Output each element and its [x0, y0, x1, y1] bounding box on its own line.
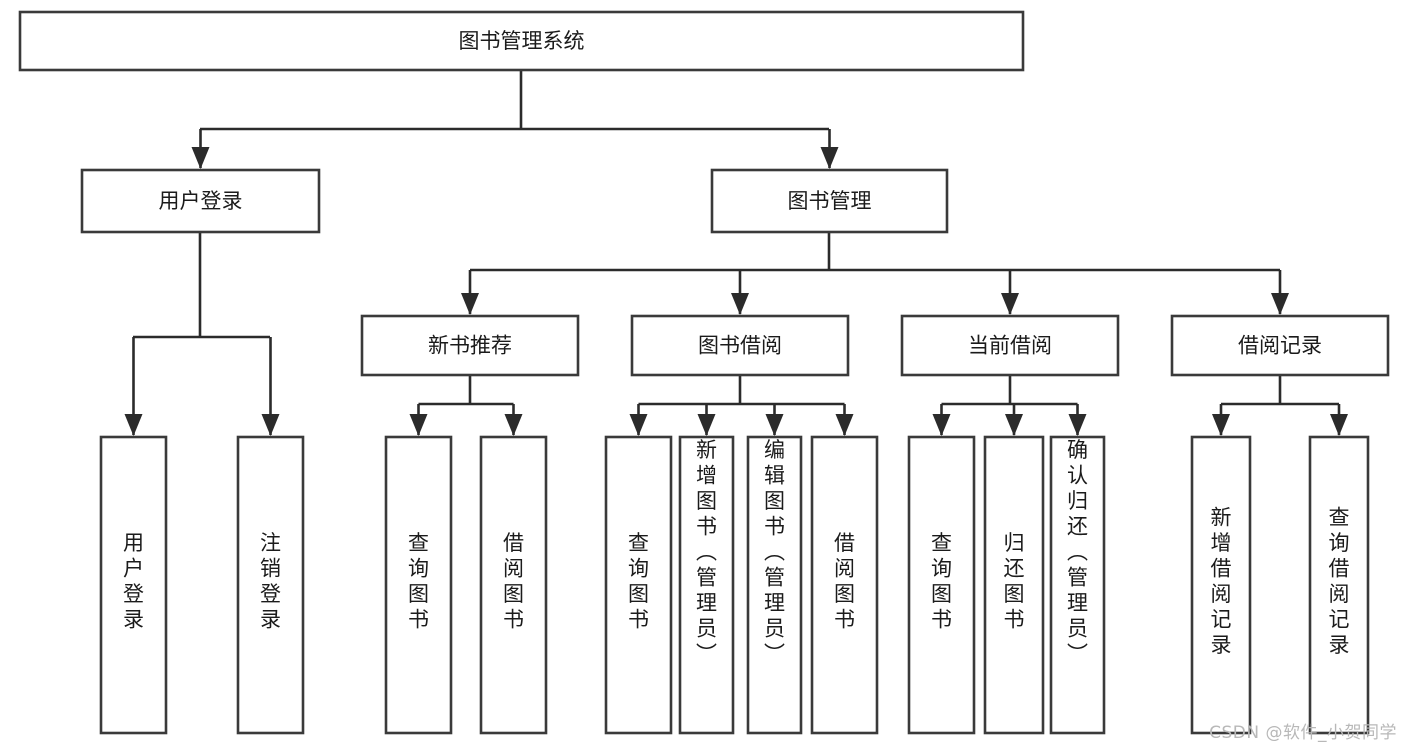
arrow-head-icon: [629, 414, 648, 436]
node-level2-2[interactable]: 当前借阅: [900, 314, 1120, 377]
node-box: [604, 435, 673, 735]
node-box: [236, 435, 305, 735]
node-box: [983, 435, 1045, 735]
node-root[interactable]: 图书管理系统: [18, 10, 1025, 72]
node-label: 当前借阅: [968, 334, 1052, 358]
arrow-head-icon: [1005, 414, 1023, 436]
node-leaf-12[interactable]: 查询借阅记录: [1308, 435, 1370, 735]
node-leaf-11[interactable]: 新增借阅记录: [1190, 435, 1252, 735]
node-leaf-2[interactable]: 查询图书: [384, 435, 453, 735]
node-label: 注销登录: [260, 531, 281, 632]
node-label: 查询图书: [628, 531, 649, 632]
arrow-head-icon: [932, 414, 951, 436]
arrow-head-icon: [461, 293, 479, 315]
node-level1-0[interactable]: 用户登录: [80, 168, 321, 234]
node-box: [678, 435, 735, 735]
arrow-head-icon: [261, 414, 280, 436]
node-box: [1049, 435, 1106, 735]
arrow-head-icon: [504, 414, 523, 436]
node-label: 新增借阅记录: [1211, 506, 1232, 658]
node-label: 查询图书: [931, 531, 952, 632]
arrow-head-icon: [820, 147, 839, 169]
arrow-head-icon: [1068, 414, 1087, 436]
node-label: 图书管理: [788, 189, 872, 213]
node-box: [360, 314, 580, 377]
node-leaf-10[interactable]: 确认归还︵管理员︶: [1049, 435, 1106, 735]
node-leaf-5[interactable]: 新增图书︵管理员︶: [678, 435, 735, 735]
node-leaf-3[interactable]: 借阅图书: [479, 435, 548, 735]
node-label: 图书借阅: [698, 334, 782, 358]
node-box: [18, 10, 1025, 72]
node-label: 用户登录: [123, 531, 144, 632]
node-label: 图书管理系统: [459, 29, 585, 53]
node-level1-1[interactable]: 图书管理: [710, 168, 949, 234]
node-label: 用户登录: [159, 189, 243, 213]
node-leaf-8[interactable]: 查询图书: [907, 435, 976, 735]
arrow-head-icon: [124, 414, 143, 436]
node-box: [1190, 435, 1252, 735]
arrow-head-icon: [1001, 293, 1019, 315]
arrow-head-icon: [1330, 414, 1348, 436]
node-box: [710, 168, 949, 234]
node-label: 借阅图书: [834, 531, 855, 632]
node-box: [384, 435, 453, 735]
connectors-layer: [124, 70, 1348, 436]
node-box: [746, 435, 803, 735]
arrow-head-icon: [1271, 293, 1289, 315]
node-leaf-6[interactable]: 编辑图书︵管理员︶: [746, 435, 803, 735]
node-label: 归还图书: [1004, 531, 1025, 632]
node-leaf-9[interactable]: 归还图书: [983, 435, 1045, 735]
node-box: [1308, 435, 1370, 735]
node-label: 新书推荐: [428, 334, 512, 358]
node-label: 借阅图书: [503, 531, 524, 632]
node-box: [1170, 314, 1390, 377]
arrow-head-icon: [835, 414, 854, 436]
arrow-head-icon: [191, 147, 210, 169]
node-leaf-0[interactable]: 用户登录: [99, 435, 168, 735]
node-leaf-4[interactable]: 查询图书: [604, 435, 673, 735]
node-leaf-1[interactable]: 注销登录: [236, 435, 305, 735]
arrow-head-icon: [1212, 414, 1230, 436]
node-level2-0[interactable]: 新书推荐: [360, 314, 580, 377]
node-leaf-7[interactable]: 借阅图书: [810, 435, 879, 735]
node-level2-3[interactable]: 借阅记录: [1170, 314, 1390, 377]
nodes-layer: 图书管理系统用户登录图书管理新书推荐图书借阅当前借阅借阅记录用户登录注销登录查询…: [18, 10, 1390, 735]
arrow-head-icon: [765, 414, 784, 436]
node-label: 确认归还︵管理员︶: [1067, 438, 1088, 666]
node-label: 查询借阅记录: [1329, 506, 1350, 658]
node-label: 新增图书︵管理员︶: [696, 438, 717, 666]
node-label: 编辑图书︵管理员︶: [764, 438, 785, 666]
node-box: [99, 435, 168, 735]
node-box: [810, 435, 879, 735]
node-box: [630, 314, 850, 377]
node-box: [907, 435, 976, 735]
node-level2-1[interactable]: 图书借阅: [630, 314, 850, 377]
node-box: [80, 168, 321, 234]
node-box: [900, 314, 1120, 377]
node-label: 借阅记录: [1238, 334, 1322, 358]
arrow-head-icon: [697, 414, 716, 436]
arrow-head-icon: [731, 293, 749, 315]
arrow-head-icon: [409, 414, 428, 436]
node-box: [479, 435, 548, 735]
node-label: 查询图书: [408, 531, 429, 632]
